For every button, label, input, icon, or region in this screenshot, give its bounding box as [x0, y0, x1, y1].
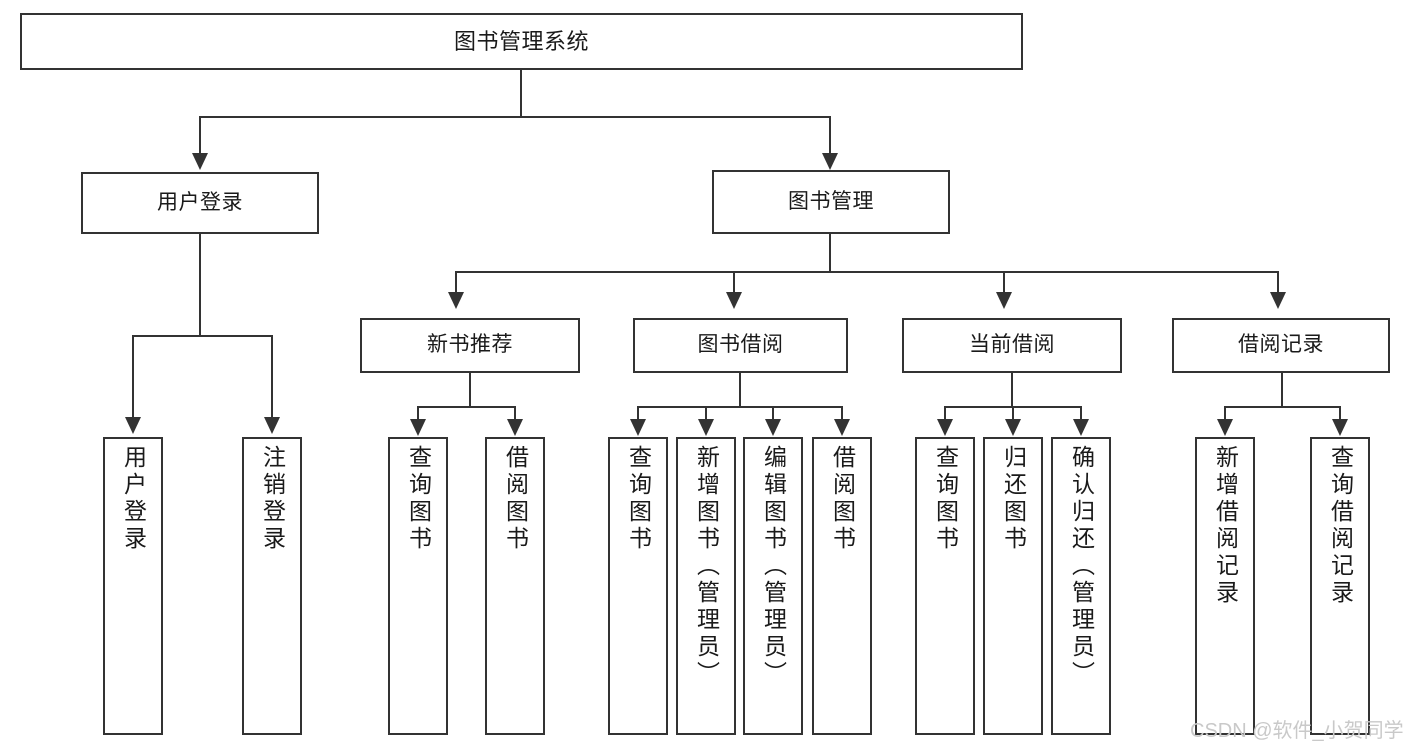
leaf-edit-book-admin[interactable]: 编辑图书（管理员） [743, 437, 803, 735]
arrowhead-nb-leaf-2 [507, 419, 523, 436]
connector-borrow-record-stem [1281, 373, 1283, 407]
arrowhead-new-book [448, 292, 464, 309]
arrowhead-br-leaf-2 [1332, 419, 1348, 436]
connector-book-mgmt-stem [829, 234, 831, 272]
leaf-query-book-recommend[interactable]: 查询图书 [388, 437, 448, 735]
connector-to-borrow-record [1277, 271, 1279, 293]
connector-book-borrow-stem [739, 373, 741, 407]
node-label: 查询图书 [625, 445, 652, 553]
node-book-management[interactable]: 图书管理 [712, 170, 950, 234]
connector-user-login-leaf-1 [132, 335, 134, 418]
connector-cb-leaf-3 [1080, 406, 1082, 420]
node-label: 新增图书（管理员） [693, 445, 720, 688]
arrowhead-current-borrow [996, 292, 1012, 309]
arrowhead-borrow-record [1270, 292, 1286, 309]
arrowhead-nb-leaf-1 [410, 419, 426, 436]
leaf-logout[interactable]: 注销登录 [242, 437, 302, 735]
connector-cb-leaf-1 [944, 406, 946, 420]
connector-current-borrow-stem [1011, 373, 1013, 407]
connector-bb-leaf-2 [705, 406, 707, 420]
node-label: 注销登录 [259, 445, 286, 553]
connector-br-leaf-1 [1224, 406, 1226, 420]
node-root-system[interactable]: 图书管理系统 [20, 13, 1023, 70]
leaf-confirm-return-admin[interactable]: 确认归还（管理员） [1051, 437, 1111, 735]
connector-user-login-stem [199, 234, 201, 336]
arrowhead-cb-leaf-3 [1073, 419, 1089, 436]
arrowhead-bb-leaf-1 [630, 419, 646, 436]
node-label: 借阅图书 [502, 445, 529, 553]
arrowhead-bb-leaf-3 [765, 419, 781, 436]
node-new-book-recommend[interactable]: 新书推荐 [360, 318, 580, 373]
connector-new-book-stem [469, 373, 471, 407]
connector-root-stem [520, 70, 522, 117]
arrowhead-user-login [192, 153, 208, 170]
arrowhead-cb-leaf-2 [1005, 419, 1021, 436]
connector-to-book-borrow [733, 271, 735, 293]
connector-to-current-borrow [1003, 271, 1005, 293]
connector-borrow-record-bus [1225, 406, 1341, 408]
leaf-query-book-borrow[interactable]: 查询图书 [608, 437, 668, 735]
node-label: 当前借阅 [969, 333, 1055, 357]
node-label: 查询图书 [405, 445, 432, 553]
node-current-borrow[interactable]: 当前借阅 [902, 318, 1122, 373]
leaf-return-book[interactable]: 归还图书 [983, 437, 1043, 735]
leaf-user-login[interactable]: 用户登录 [103, 437, 163, 735]
arrowhead-bb-leaf-2 [698, 419, 714, 436]
arrowhead-cb-leaf-1 [937, 419, 953, 436]
connector-new-book-leaf-1 [417, 406, 419, 420]
node-book-borrow[interactable]: 图书借阅 [633, 318, 848, 373]
connector-cb-leaf-2 [1012, 406, 1014, 420]
node-label: 借阅图书 [829, 445, 856, 553]
node-label: 图书管理系统 [453, 28, 589, 54]
leaf-query-book-current[interactable]: 查询图书 [915, 437, 975, 735]
connector-book-mgmt-bus [456, 271, 1279, 273]
connector-bb-leaf-4 [841, 406, 843, 420]
node-label: 图书借阅 [697, 333, 784, 357]
node-label: 新增借阅记录 [1212, 445, 1239, 607]
node-label: 借阅记录 [1238, 333, 1324, 357]
connector-bb-leaf-3 [772, 406, 774, 420]
connector-book-borrow-bus [638, 406, 843, 408]
connector-root-to-book-mgmt [829, 116, 831, 154]
connector-bb-leaf-1 [637, 406, 639, 420]
arrowhead-br-leaf-1 [1217, 419, 1233, 436]
connector-user-login-leaf-2 [271, 335, 273, 418]
connector-br-leaf-2 [1339, 406, 1341, 420]
node-label: 用户登录 [120, 445, 147, 553]
arrowhead-leaf-logout [264, 417, 280, 434]
node-user-login[interactable]: 用户登录 [81, 172, 319, 234]
arrowhead-book-borrow [726, 292, 742, 309]
node-label: 新书推荐 [427, 333, 513, 357]
node-label: 用户登录 [157, 190, 243, 214]
node-label: 查询图书 [932, 445, 959, 553]
leaf-add-borrow-record[interactable]: 新增借阅记录 [1195, 437, 1255, 735]
node-label: 查询借阅记录 [1327, 445, 1354, 607]
leaf-borrow-book-recommend[interactable]: 借阅图书 [485, 437, 545, 735]
connector-root-bus [200, 116, 831, 118]
node-label: 确认归还（管理员） [1068, 445, 1095, 688]
connector-root-to-user-login [199, 116, 201, 154]
node-label: 归还图书 [1000, 445, 1027, 553]
node-borrow-record[interactable]: 借阅记录 [1172, 318, 1390, 373]
leaf-query-borrow-record[interactable]: 查询借阅记录 [1310, 437, 1370, 735]
connector-to-new-book [455, 271, 457, 293]
arrowhead-leaf-user-login [125, 417, 141, 434]
arrowhead-book-mgmt [822, 153, 838, 170]
leaf-add-book-admin[interactable]: 新增图书（管理员） [676, 437, 736, 735]
connector-user-login-bus [133, 335, 273, 337]
connector-new-book-leaf-2 [514, 406, 516, 420]
leaf-borrow-book[interactable]: 借阅图书 [812, 437, 872, 735]
node-label: 编辑图书（管理员） [760, 445, 787, 688]
arrowhead-bb-leaf-4 [834, 419, 850, 436]
connector-new-book-bus [418, 406, 516, 408]
node-label: 图书管理 [788, 189, 874, 213]
